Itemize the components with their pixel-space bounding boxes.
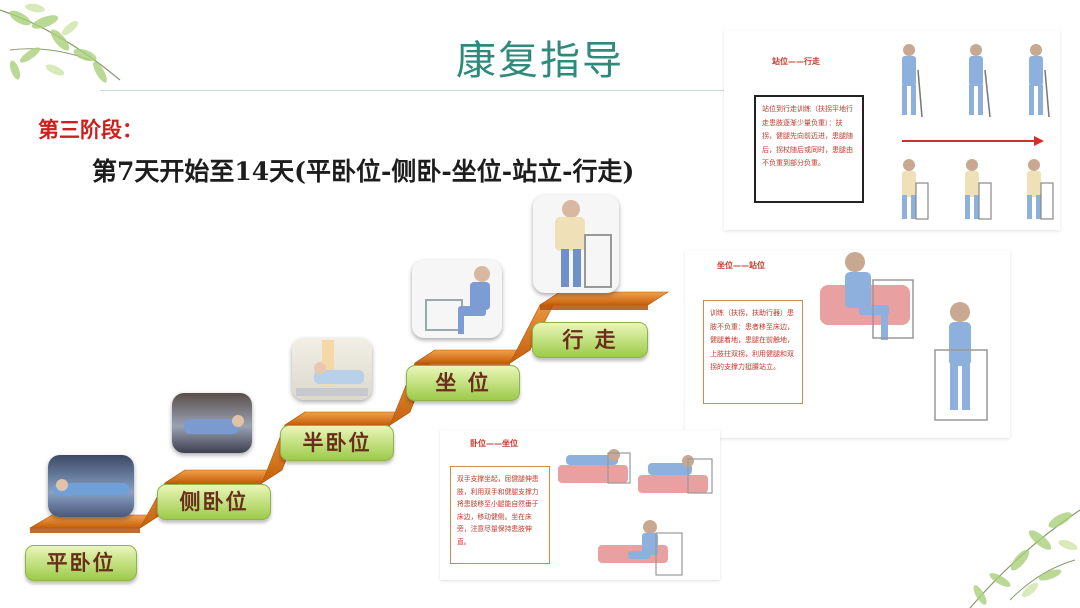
step-lying-flat[interactable]: 平卧位 (25, 545, 137, 581)
step-half-lying[interactable]: 半卧位 (280, 425, 394, 461)
panel-lie-to-sit-title: 卧位——坐位 (470, 439, 518, 448)
panel-stand-to-walk-text: 站位到行走训练（扶拐平地行走患肢逐渐少量负重）：扶拐，健腿先向前迈进，患腿随后，… (754, 95, 864, 203)
panel-stand-to-walk-title: 站位——行走 (772, 57, 820, 66)
photo-sitting (412, 260, 502, 338)
photo-half-sitting (292, 338, 372, 400)
title-divider (100, 90, 980, 91)
sitting-illustrations (558, 449, 713, 576)
standing-illustrations (820, 252, 988, 421)
photo-lying-flat (48, 455, 134, 517)
photo-side-lying (172, 393, 252, 453)
stage-subtitle: 第7天开始至14天(平卧位-侧卧-坐位-站立-行走) (92, 157, 635, 186)
leaf-decoration-top-left (0, 3, 121, 83)
leaf-decoration-bottom-right (969, 509, 1080, 608)
panel-sit-to-stand: 坐位——站位 训练（扶拐，扶助行器）患肢不负重：患者移至床边，健腿着地，患腿在前… (685, 250, 1010, 438)
step-sitting[interactable]: 坐 位 (406, 365, 520, 401)
panel-lie-to-sit: 卧位——坐位 双手支撑坐起，屈健腿伸患肢，利用双手和健腿支撑力将患肢移至小腿能自… (440, 430, 720, 580)
panel-stand-to-walk: 站位——行走 站位到行走训练（扶拐平地行走患肢逐渐少量负重）：扶拐，健腿先向前迈… (724, 30, 1060, 230)
page-title: 康复指导 (456, 38, 624, 84)
step-side-lying[interactable]: 侧卧位 (157, 484, 271, 520)
panel-sit-to-stand-title: 坐位——站位 (717, 261, 765, 270)
walking-illustrations (902, 44, 1054, 220)
panel-sit-to-stand-text: 训练（扶拐，扶助行器）患肢不负重：患者移至床边，健腿着地，患腿在前触地，上肢拄双… (703, 300, 803, 404)
stage-label: 第三阶段： (38, 117, 143, 142)
photo-walking (533, 195, 619, 293)
step-walking[interactable]: 行 走 (532, 322, 648, 358)
panel-lie-to-sit-text: 双手支撑坐起，屈健腿伸患肢，利用双手和健腿支撑力将患肢移至小腿能自然垂于床边，移… (450, 466, 550, 564)
